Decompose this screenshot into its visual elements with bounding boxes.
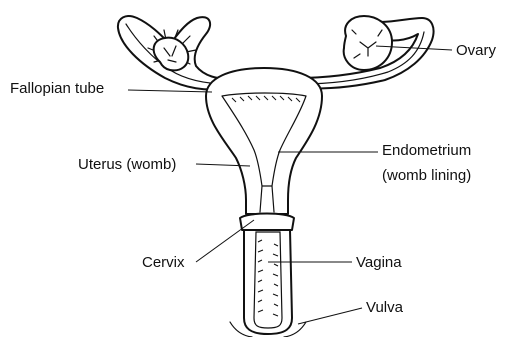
vulva-label: Vulva	[366, 299, 404, 316]
fallopian-tube-leader	[128, 90, 212, 92]
uterus-label: Uterus (womb)	[78, 156, 176, 173]
right-fallopian-tube	[296, 16, 434, 89]
uterus	[206, 68, 322, 214]
cervix-label: Cervix	[142, 254, 185, 271]
endometrium-label: Endometrium	[382, 142, 471, 159]
ovary-label: Ovary	[456, 42, 497, 59]
vulva-leader	[298, 308, 362, 324]
vagina-label: Vagina	[356, 254, 402, 271]
fallopian-tube-label: Fallopian tube	[10, 80, 104, 97]
cervix-and-vagina	[230, 214, 306, 337]
endometrium-sublabel: (womb lining)	[382, 167, 471, 184]
